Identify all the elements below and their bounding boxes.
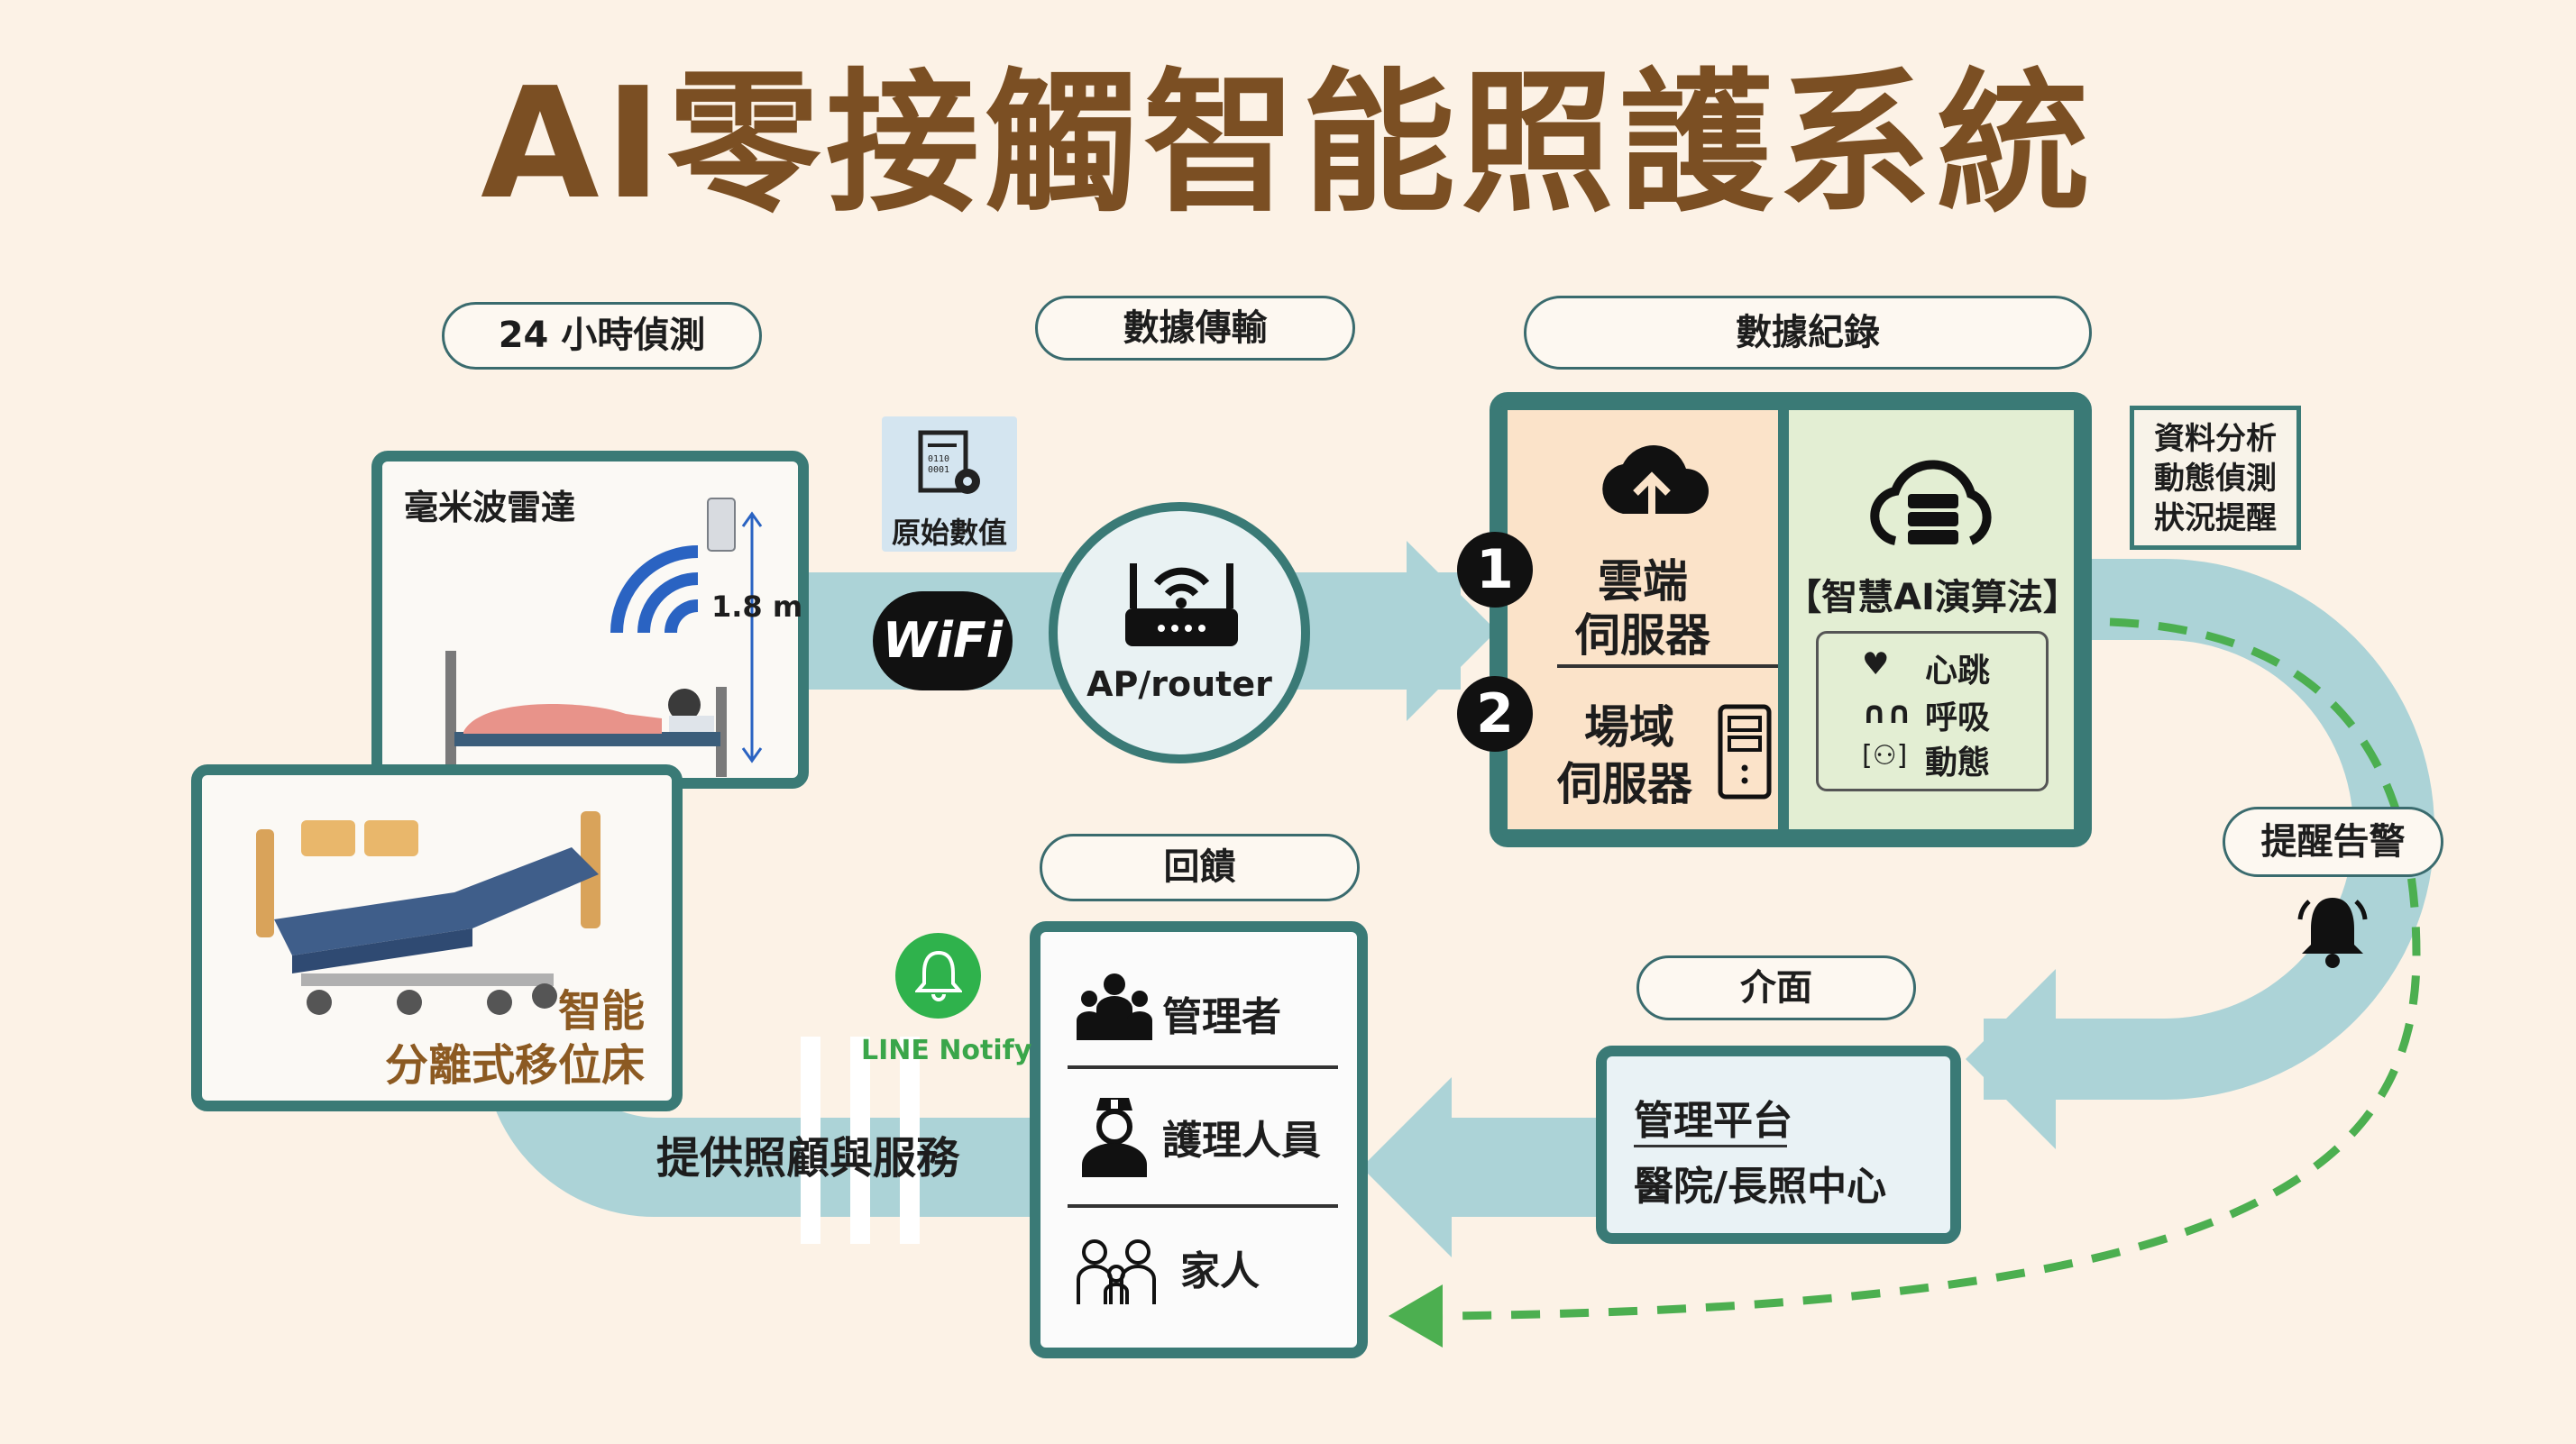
radar-device-icon [707, 498, 736, 552]
stage-transmit-pill: 數據傳輸 [1035, 296, 1355, 361]
feedback-row-nurse: 護理人員 [1040, 1072, 1357, 1207]
lungs-icon: ∩∩ [1862, 695, 1912, 731]
height-arrow-icon [741, 511, 763, 763]
stage-detect-pill: 24 小時偵測 [442, 302, 762, 370]
cloud-server-line2: 伺服器 [1575, 609, 1710, 662]
feedback-role-manager: 管理者 [1162, 994, 1281, 1040]
feedback-card: 管理者 護理人員 家人 [1030, 921, 1368, 1358]
local-server-number: 2 [1457, 676, 1533, 752]
platform-subtitle: 醫院/長照中心 [1634, 1164, 1887, 1210]
router-label: AP/router [1086, 664, 1272, 704]
feedback-row-family: 家人 [1040, 1211, 1357, 1347]
feedback-row-manager: 管理者 [1040, 941, 1357, 1076]
flow-arrow-right-curve [1966, 969, 2056, 1149]
cloud-upload-icon [1602, 445, 1709, 523]
cloud-server-number: 1 [1457, 532, 1533, 608]
smart-bed-label-line2: 分離式移位床 [384, 1040, 645, 1091]
cloud-server-line1: 雲端 [1598, 555, 1688, 608]
person-in-bed-icon [445, 651, 727, 777]
smart-bed-card: 智能 分離式移位床 [191, 764, 683, 1111]
feedback-divider-1 [1068, 1065, 1338, 1069]
ai-panel: 【智慧AI演算法】 ♥ 心跳 ∩∩ 呼吸 [⚇] 動態 [1785, 410, 2079, 829]
alert-dashed-arrowhead [1389, 1284, 1443, 1348]
alert-pill: 提醒告警 [2223, 807, 2443, 877]
manager-group-icon [1077, 973, 1152, 1040]
raw-data-label: 原始數值 [891, 516, 1007, 550]
flow-arrow-bottom [1361, 1077, 1452, 1257]
feedback-role-family: 家人 [1180, 1248, 1260, 1294]
router-icon [1125, 563, 1238, 646]
server-divider [1557, 664, 1778, 668]
family-icon [1077, 1239, 1156, 1304]
raw-data-document-icon: 0110 0001 [918, 430, 980, 494]
svg-text:0110: 0110 [928, 454, 949, 464]
ai-algorithm-title: 【智慧AI演算法】 [1785, 577, 2079, 618]
local-server-icon [1718, 704, 1772, 800]
stage-interface-pill: 介面 [1636, 955, 1916, 1020]
platform-card: 管理平台 醫院/長照中心 [1596, 1046, 1961, 1244]
service-stripe-3 [900, 1037, 920, 1244]
wifi-label: WiFi [882, 612, 1004, 669]
radar-wave-icon [610, 545, 699, 634]
heart-icon: ♥ [1862, 646, 1890, 682]
page-title: AI零接觸智能照護系統 [481, 55, 2095, 233]
line-notify-label: LINE Notify [861, 1035, 1032, 1066]
analysis-box: 資料分析 動態偵測 狀況提醒 [2130, 406, 2301, 550]
feedback-divider-2 [1068, 1204, 1338, 1208]
svg-text:0001: 0001 [928, 465, 949, 475]
ai-metric-heartbeat: 心跳 [1925, 653, 1991, 690]
server-panel: 雲端 伺服器 場域 伺服器 [1508, 410, 1778, 829]
service-label: 提供照顧與服務 [656, 1133, 960, 1184]
platform-title: 管理平台 [1634, 1098, 1792, 1144]
radar-card: 毫米波雷達 1.8 m [371, 451, 809, 789]
alert-dashed-path [1442, 617, 2421, 1321]
alert-bell-icon [2297, 898, 2368, 968]
cloud-database-icon [1870, 460, 1992, 545]
feedback-role-nurse: 護理人員 [1162, 1118, 1321, 1164]
router-circle: AP/router [1049, 502, 1310, 763]
analysis-item-status: 狀況提醒 [2154, 500, 2277, 536]
smart-bed-image [256, 811, 600, 1015]
stage-feedback-pill: 回饋 [1040, 834, 1360, 901]
flow-band-bottom [1434, 1118, 1605, 1217]
radar-label: 毫米波雷達 [404, 488, 576, 527]
wifi-badge: WiFi [873, 591, 1013, 690]
nurse-icon [1082, 1098, 1147, 1177]
service-stripe-1 [801, 1037, 820, 1244]
stage-record-pill: 數據紀錄 [1524, 296, 2092, 370]
raw-data-tile: 0110 0001 原始數值 [882, 416, 1017, 552]
ai-metric-motion: 動態 [1925, 745, 1991, 781]
local-server-line1: 場域 [1584, 701, 1674, 754]
flow-band-right-curve [1984, 559, 2434, 1100]
flow-band-left-curve [482, 1010, 1037, 1218]
notification-bell-icon [915, 950, 962, 1001]
analysis-item-data: 資料分析 [2154, 421, 2277, 457]
analysis-item-motion: 動態偵測 [2154, 461, 2277, 497]
line-notify-badge [895, 933, 981, 1019]
radar-height-label: 1.8 m [711, 589, 803, 624]
motion-icon: [⚇] [1862, 740, 1908, 772]
ai-metrics-box: ♥ 心跳 ∩∩ 呼吸 [⚇] 動態 [1816, 631, 2049, 791]
smart-bed-label-line1: 智能 [557, 986, 645, 1037]
platform-divider [1634, 1145, 1787, 1147]
server-ai-block: 雲端 伺服器 場域 伺服器 【智慧AI演算法】 ♥ 心跳 ∩∩ 呼吸 [⚇] 動… [1490, 392, 2092, 847]
ai-metric-breathing: 呼吸 [1925, 699, 1991, 736]
local-server-line2: 伺服器 [1557, 758, 1692, 810]
service-stripe-2 [850, 1037, 870, 1244]
flow-arrow-top [1407, 541, 1497, 721]
